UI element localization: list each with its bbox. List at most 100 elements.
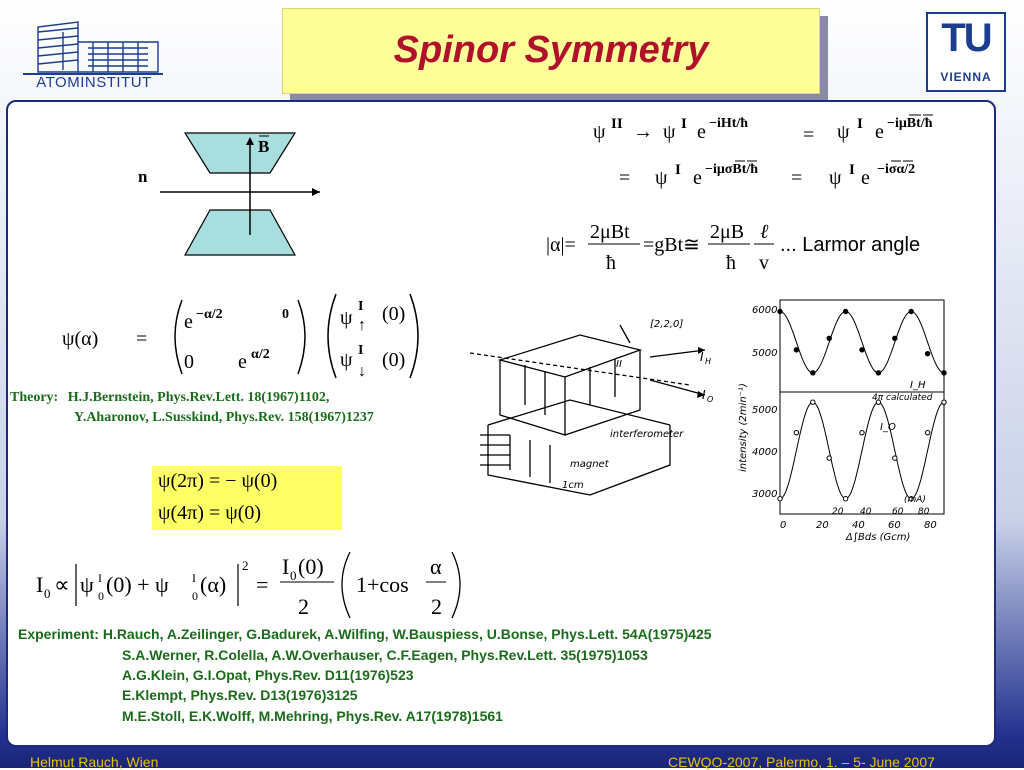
y-tick-bottom-2: 3000 — [752, 489, 777, 500]
x-tick-top-40: 40 — [860, 507, 872, 517]
data-point-1-7 — [892, 455, 898, 461]
svg-text:ψ(α): ψ(α) — [62, 328, 98, 350]
svg-text:I: I — [849, 162, 855, 178]
experiment-ref-2: S.A.Werner, R.Colella, A.W.Overhauser, C… — [122, 647, 648, 663]
svg-text:1+cos: 1+cos — [356, 572, 409, 597]
data-point-0-3 — [826, 335, 832, 342]
series-curve-0 — [779, 310, 945, 374]
footer-author: Helmut Rauch, Wien — [30, 754, 159, 770]
svg-text:v: v — [759, 252, 769, 274]
theory-ref-2: Y.Aharonov, L.Susskind, Phys.Rev. 158(19… — [74, 410, 374, 425]
svg-text:I: I — [192, 571, 196, 585]
svg-text:0: 0 — [192, 589, 198, 603]
label-io: I_O — [880, 422, 896, 433]
svg-text:e: e — [697, 121, 706, 143]
data-point-1-6 — [875, 399, 882, 405]
svg-text:ψ: ψ — [340, 307, 353, 329]
atominstitut-logo-text: ATOMINSTITUT — [36, 74, 152, 91]
svg-text:ħ: ħ — [606, 252, 616, 274]
data-point-0-4 — [842, 308, 849, 315]
data-point-0-0 — [777, 308, 783, 315]
svg-text:0: 0 — [290, 568, 297, 583]
label-b: B — [258, 137, 269, 156]
beam-arrow-icon — [312, 188, 320, 196]
data-point-0-5 — [859, 347, 865, 353]
plot-frame-bottom — [779, 391, 945, 515]
vienna-logo-text: VIENNA — [940, 70, 992, 84]
x-tick-20: 20 — [816, 520, 829, 531]
data-point-1-8 — [908, 496, 914, 502]
svg-text:−iμσBt/ħ: −iμσBt/ħ — [705, 162, 758, 177]
content-panel — [6, 100, 996, 747]
svg-text:−α/2: −α/2 — [196, 307, 223, 322]
x-tick-top-80: 80 — [918, 507, 930, 517]
lower-pole-piece — [183, 209, 297, 256]
svg-text:I: I — [675, 162, 681, 178]
svg-text:(0): (0) — [382, 349, 405, 371]
data-point-1-5 — [859, 429, 865, 436]
label-n: n — [138, 167, 148, 186]
experiment-ref-1: H.Rauch, A.Zeilinger, G.Badurek, A.Wilfi… — [102, 626, 712, 642]
field-arrow-icon — [246, 137, 254, 145]
y-axis-label: intensity (2min⁻¹) — [738, 383, 749, 472]
svg-text:II: II — [611, 116, 623, 132]
svg-text:2μBt: 2μBt — [590, 221, 630, 243]
data-point-1-10 — [941, 399, 947, 405]
svg-text:e: e — [861, 167, 870, 189]
svg-text:I: I — [358, 343, 363, 358]
series-curve-1 — [779, 401, 945, 500]
data-point-0-9 — [924, 350, 931, 357]
svg-text:=: = — [256, 572, 268, 597]
data-point-0-2 — [810, 370, 816, 376]
data-point-0-10 — [941, 370, 947, 376]
path-ii-label: II — [616, 359, 622, 370]
data-point-1-4 — [842, 496, 849, 502]
data-point-1-0 — [777, 496, 783, 502]
tu-logo-text: TU — [941, 16, 992, 60]
svg-text:2: 2 — [242, 558, 249, 573]
page-title: Spinor Symmetry — [393, 29, 709, 71]
data-point-1-3 — [826, 455, 832, 461]
svg-text:=: = — [136, 328, 147, 350]
alpha-definition: |α|= 2μBt ħ =gBt≅ 2μB ħ ℓ v — [546, 221, 774, 274]
svg-text:ψ: ψ — [663, 121, 676, 143]
box-equation-4pi: ψ(4π) = ψ(0) — [158, 502, 262, 524]
label-calculated: 4π calculated — [872, 393, 933, 403]
svg-text:=: = — [619, 167, 630, 189]
svg-text:ψ: ψ — [837, 121, 850, 143]
theory-line-1: Theory: H.J.Bernstein, Phys.Rev.Lett. 18… — [10, 390, 329, 406]
x-tick-top-ma: (mA) — [904, 495, 926, 505]
ih-label: I — [700, 350, 704, 364]
svg-text:2: 2 — [431, 594, 442, 619]
svg-text:e: e — [693, 167, 702, 189]
svg-text:=gBt≅: =gBt≅ — [643, 234, 700, 256]
data-point-1-1 — [793, 429, 800, 436]
experiment-ref-5: M.E.Stoll, E.K.Wolff, M.Mehring, Phys.Re… — [122, 708, 503, 724]
svg-text:∝: ∝ — [54, 572, 70, 597]
svg-text:→: → — [633, 121, 653, 143]
svg-text:I: I — [282, 554, 289, 579]
x-tick-top-20: 20 — [832, 507, 844, 517]
theory-ref-1: H.J.Bernstein, Phys.Rev.Lett. 18(1967)11… — [67, 390, 330, 405]
label-ih: I_H — [910, 380, 926, 391]
x-tick-60: 60 — [888, 520, 901, 531]
svg-text:↓: ↓ — [358, 363, 366, 380]
data-point-1-9 — [924, 429, 931, 436]
svg-text:ψ: ψ — [340, 349, 353, 371]
svg-text:0: 0 — [184, 351, 194, 373]
apparatus-sketch: [2,2,0] II I H I O interferometer magnet… — [470, 319, 713, 496]
x-tick-0: 0 — [780, 520, 786, 531]
svg-text:−iσα/2: −iσα/2 — [877, 162, 915, 177]
svg-text:I: I — [681, 116, 687, 132]
svg-text:↑: ↑ — [358, 317, 366, 334]
svg-text:α/2: α/2 — [251, 347, 270, 362]
footer-conference: CEWQO-2007, Palermo, 1. – 5- June 2007 — [668, 754, 935, 770]
svg-text:e: e — [184, 311, 193, 333]
svg-text:ψ: ψ — [829, 167, 842, 189]
svg-text:=: = — [791, 167, 802, 189]
y-tick-bottom-1: 4000 — [752, 447, 777, 458]
data-point-0-6 — [875, 370, 882, 376]
svg-text:|α|=: |α|= — [546, 234, 576, 256]
experiment-ref-row-1: Experiment: H.Rauch, A.Zeilinger, G.Badu… — [18, 626, 712, 642]
data-point-0-7 — [892, 335, 898, 342]
